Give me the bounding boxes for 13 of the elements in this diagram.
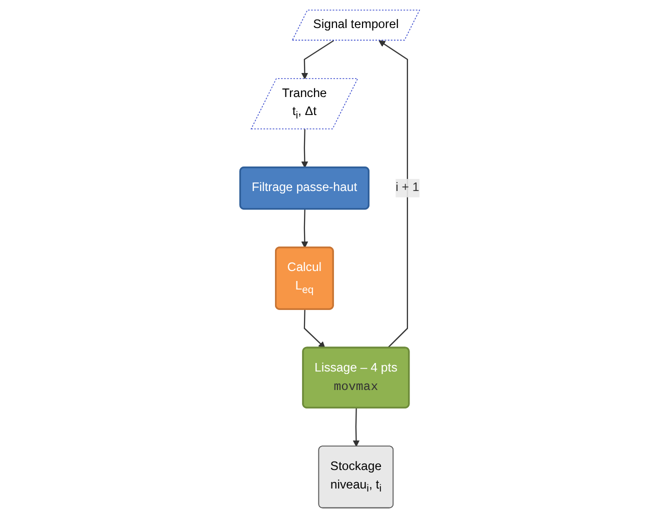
process-box: Calcul L$_{eq}$ bbox=[275, 246, 334, 310]
process-box: Stockage niveau$_{i}$, t$_{i}$ bbox=[318, 446, 394, 508]
arrow bbox=[378, 40, 408, 348]
arrow bbox=[301, 209, 308, 248]
arrow bbox=[301, 129, 308, 168]
process-box: Lissage – 4 pts movmax bbox=[302, 346, 410, 408]
signal-waveform-box: Tranche t$_{i}$, Δt bbox=[250, 78, 358, 130]
process-box: Filtrage passe-haut bbox=[240, 166, 370, 210]
arrow bbox=[352, 408, 360, 447]
arrow bbox=[304, 309, 326, 348]
signal-waveform-box: Signal temporel bbox=[292, 10, 420, 41]
arrow bbox=[301, 40, 334, 80]
edge-label: i + 1 bbox=[396, 178, 420, 198]
